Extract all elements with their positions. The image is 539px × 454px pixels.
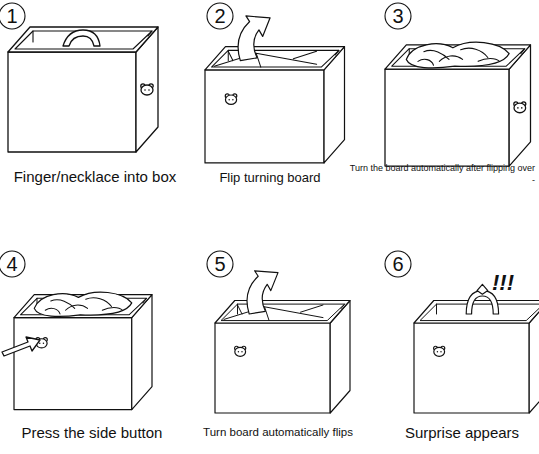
side-button: [514, 102, 526, 113]
number-circle: [0, 3, 25, 29]
callout-number: 3: [392, 4, 403, 28]
side-button: [141, 84, 153, 95]
step-caption: Flip turning board: [219, 170, 320, 186]
step-caption: Surprise appears: [405, 424, 519, 442]
gift-box: [14, 292, 152, 409]
number-circle: [0, 251, 25, 277]
number-circle: [385, 251, 411, 277]
surprise-mark: !!!: [492, 272, 514, 294]
callout-number: 4: [6, 252, 17, 276]
gift-box: [215, 271, 350, 413]
callout-number: 1: [6, 4, 17, 28]
callout-number: 2: [214, 4, 225, 28]
step-caption: Finger/necklace into box: [14, 168, 177, 186]
callout-number: 6: [392, 252, 403, 276]
gift-cloth: [34, 292, 132, 316]
number-circle: [207, 3, 233, 29]
callout-number: 5: [214, 252, 225, 276]
gift-box: [385, 42, 531, 166]
turning-board: [224, 271, 323, 321]
step-caption: Press the side button: [22, 424, 163, 442]
gift-box: [414, 284, 539, 413]
step-caption: Turn the board automatically after flipp…: [345, 163, 535, 186]
ring: [63, 30, 100, 46]
ring-gem: [477, 284, 488, 294]
number-circle: [385, 3, 411, 29]
turning-board: [214, 16, 316, 67]
step-caption: Turn board automatically flips: [203, 426, 353, 440]
side-button: [434, 346, 445, 356]
gift-box: [205, 16, 345, 163]
side-button: [235, 346, 246, 356]
gift-cloth: [406, 42, 509, 68]
gift-box: [8, 27, 158, 152]
side-button: [225, 94, 237, 104]
press-arrow: [2, 337, 40, 356]
number-circle: [207, 251, 233, 277]
